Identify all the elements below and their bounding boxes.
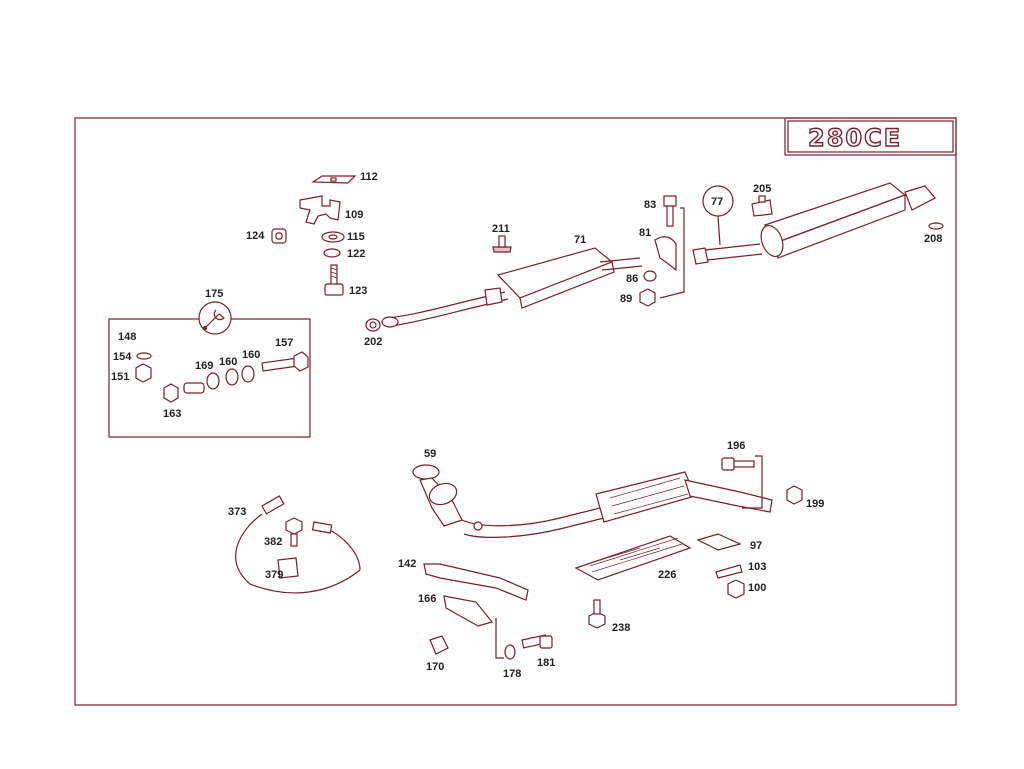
part-100 [727, 579, 745, 599]
callout-81: 81 [639, 227, 651, 239]
callout-labels: 112 109 124 115 122 123 175 148 154 151 … [111, 171, 942, 680]
muffler-71 [496, 247, 643, 309]
callout-109: 109 [345, 209, 363, 221]
part-86 [643, 270, 657, 282]
heat-shield-226 [574, 535, 692, 581]
part-160-b [225, 368, 239, 386]
callout-89: 89 [620, 293, 632, 305]
part-112 [311, 175, 357, 184]
callout-373: 373 [228, 506, 246, 518]
callout-163: 163 [163, 408, 181, 420]
callout-86: 86 [626, 273, 638, 285]
callout-382: 382 [264, 536, 282, 548]
callout-77: 77 [711, 196, 723, 208]
diagram-frame [74, 117, 957, 706]
part-178 [504, 644, 516, 660]
callout-166: 166 [418, 593, 436, 605]
part-170 [429, 635, 449, 655]
callout-175: 175 [205, 288, 223, 300]
part-83 [663, 195, 677, 227]
model-badge: 280CE [784, 117, 957, 156]
part-202 [365, 318, 381, 332]
model-badge-text: 280CE [808, 124, 902, 152]
part-382 [285, 517, 303, 547]
callout-59: 59 [424, 448, 436, 460]
part-166 [443, 595, 494, 627]
callout-196: 196 [727, 440, 745, 452]
callout-226: 226 [658, 569, 676, 581]
part-157 [261, 351, 309, 372]
part-109 [299, 195, 341, 225]
wrench-icon [198, 301, 232, 335]
callout-71: 71 [574, 234, 586, 246]
callout-83: 83 [644, 199, 656, 211]
oxygen-sensor-373 [235, 495, 361, 594]
callout-123: 123 [349, 285, 367, 297]
callout-238: 238 [612, 622, 630, 634]
callout-103: 103 [748, 561, 766, 573]
part-124 [271, 228, 287, 244]
callout-199: 199 [806, 498, 824, 510]
part-123 [324, 264, 344, 296]
main-catalyst-body [595, 471, 773, 523]
callout-379: 379 [265, 569, 283, 581]
part-205 [751, 195, 773, 217]
part-163 [163, 383, 179, 403]
part-154 [136, 352, 152, 360]
part-148 [145, 328, 170, 359]
callout-154: 154 [113, 351, 132, 363]
part-160-a [206, 372, 220, 390]
callout-148: 148 [118, 331, 136, 343]
callout-115: 115 [347, 231, 365, 243]
part-142 [423, 563, 529, 601]
callout-181: 181 [537, 657, 555, 669]
part-103 [715, 564, 743, 579]
part-181 [521, 634, 553, 649]
part-211 [492, 235, 512, 253]
part-89 [639, 288, 656, 307]
callout-178: 178 [503, 668, 521, 680]
part-169 [183, 382, 205, 394]
callout-170: 170 [426, 661, 444, 673]
callout-211: 211 [492, 223, 510, 235]
callout-205: 205 [753, 183, 771, 195]
part-199 [786, 485, 803, 505]
callout-122: 122 [347, 248, 365, 260]
rear-pipe [692, 243, 763, 265]
part-81 [654, 236, 677, 272]
part-97 [696, 533, 742, 551]
callout-160-b: 160 [242, 349, 260, 361]
callout-157: 157 [275, 337, 293, 349]
callout-124: 124 [246, 230, 265, 242]
part-160-c [241, 365, 255, 383]
front-pipe-71 [381, 287, 509, 328]
callout-142: 142 [398, 558, 416, 570]
callout-151: 151 [111, 371, 129, 383]
part-379 [277, 557, 299, 579]
callout-202: 202 [364, 336, 382, 348]
rear-muffler [760, 182, 936, 259]
callout-208: 208 [924, 233, 942, 245]
part-151 [135, 363, 152, 383]
catalyst-59 [412, 464, 605, 538]
part-238 [588, 599, 606, 629]
part-122 [323, 248, 341, 258]
callout-100: 100 [748, 582, 766, 594]
part-196 [721, 457, 755, 471]
part-208 [928, 222, 944, 230]
callout-160-a: 160 [219, 356, 237, 368]
callout-97: 97 [750, 540, 762, 552]
callout-169: 169 [195, 360, 213, 372]
callout-112: 112 [360, 171, 378, 183]
